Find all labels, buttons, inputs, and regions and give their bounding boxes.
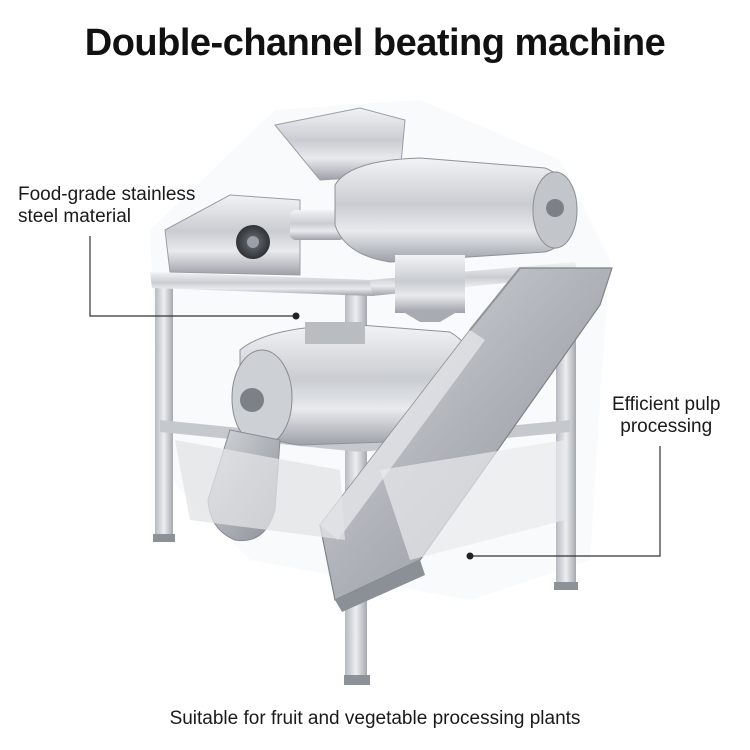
frame-leg-right [556,330,576,588]
pulp-leader-line [470,446,661,557]
pulp-callout-line2: processing [620,416,713,437]
pulp-callout-line1: Efficient pulp [612,394,721,415]
page-title: Double-channel beating machine [84,22,666,64]
frame-leg-left [155,280,173,540]
pulp-callout: Efficient pulp processing [612,394,720,438]
material-callout: Food-grade stainless steel material [18,184,195,228]
upper-outlet [395,255,465,313]
material-leader-line [89,236,296,317]
upper-hopper [274,107,406,181]
frame-top-rail [150,272,372,296]
material-callout-line2: steel material [18,206,131,227]
material-callout-line1: Food-grade stainless [18,184,196,205]
bottom-caption: Suitable for fruit and vegetable process… [169,708,581,729]
